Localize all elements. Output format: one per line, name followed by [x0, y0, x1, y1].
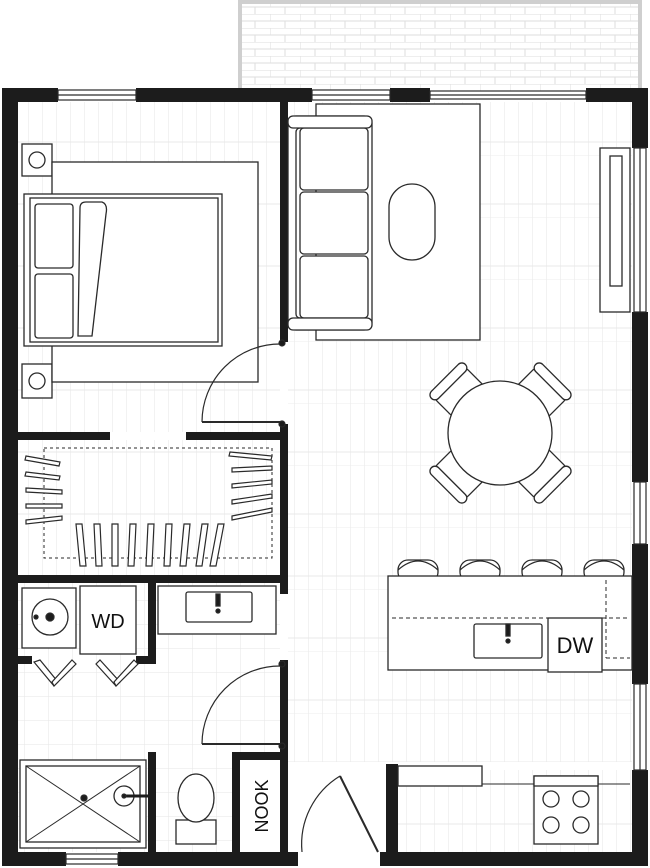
dining-chair [516, 362, 572, 418]
hangers-bottom [75, 523, 225, 567]
laundry-bifold-doors [32, 659, 139, 688]
dining-table [447, 380, 553, 486]
pillow [34, 203, 74, 269]
balcony [238, 0, 642, 96]
lamp-icon [28, 151, 46, 169]
faucet-icon [215, 593, 221, 607]
nook: NOOK [240, 760, 280, 852]
tv [599, 147, 631, 313]
entry-door [301, 775, 379, 853]
sink [185, 591, 253, 623]
hangers-right [228, 451, 273, 521]
lamp-icon [28, 372, 46, 390]
pillow [34, 273, 74, 339]
washer-dryer [79, 585, 137, 655]
kitchen: DW [387, 559, 633, 845]
faucet-icon [505, 623, 511, 637]
burner-icon [572, 816, 590, 834]
blanket-fold [77, 201, 108, 337]
bathroom [19, 585, 277, 849]
washer-dryer-label: WD [91, 611, 124, 633]
bedroom [21, 143, 259, 399]
burner-icon [542, 790, 560, 808]
nook-label: NOOK [252, 779, 272, 832]
laundry: WD [21, 585, 137, 655]
refrigerator [397, 765, 483, 787]
bedroom-door [201, 339, 286, 428]
dining-chair [516, 448, 572, 504]
sofa [287, 115, 373, 331]
shower-drain-icon [80, 794, 88, 802]
windows [57, 89, 647, 865]
hangers-left [24, 455, 63, 525]
bathroom-door [201, 660, 286, 750]
living-room [287, 103, 631, 341]
walls [2, 88, 648, 866]
stove [533, 775, 599, 845]
burner-icon [572, 790, 590, 808]
burner-icon [542, 816, 560, 834]
closet [24, 447, 273, 567]
dishwasher-label: DW [557, 633, 594, 658]
coffee-table [388, 183, 436, 261]
dining [429, 362, 572, 504]
dining-chair [429, 362, 485, 418]
toilet [175, 773, 217, 845]
dishwasher [547, 617, 603, 673]
closet-rod [43, 447, 273, 559]
